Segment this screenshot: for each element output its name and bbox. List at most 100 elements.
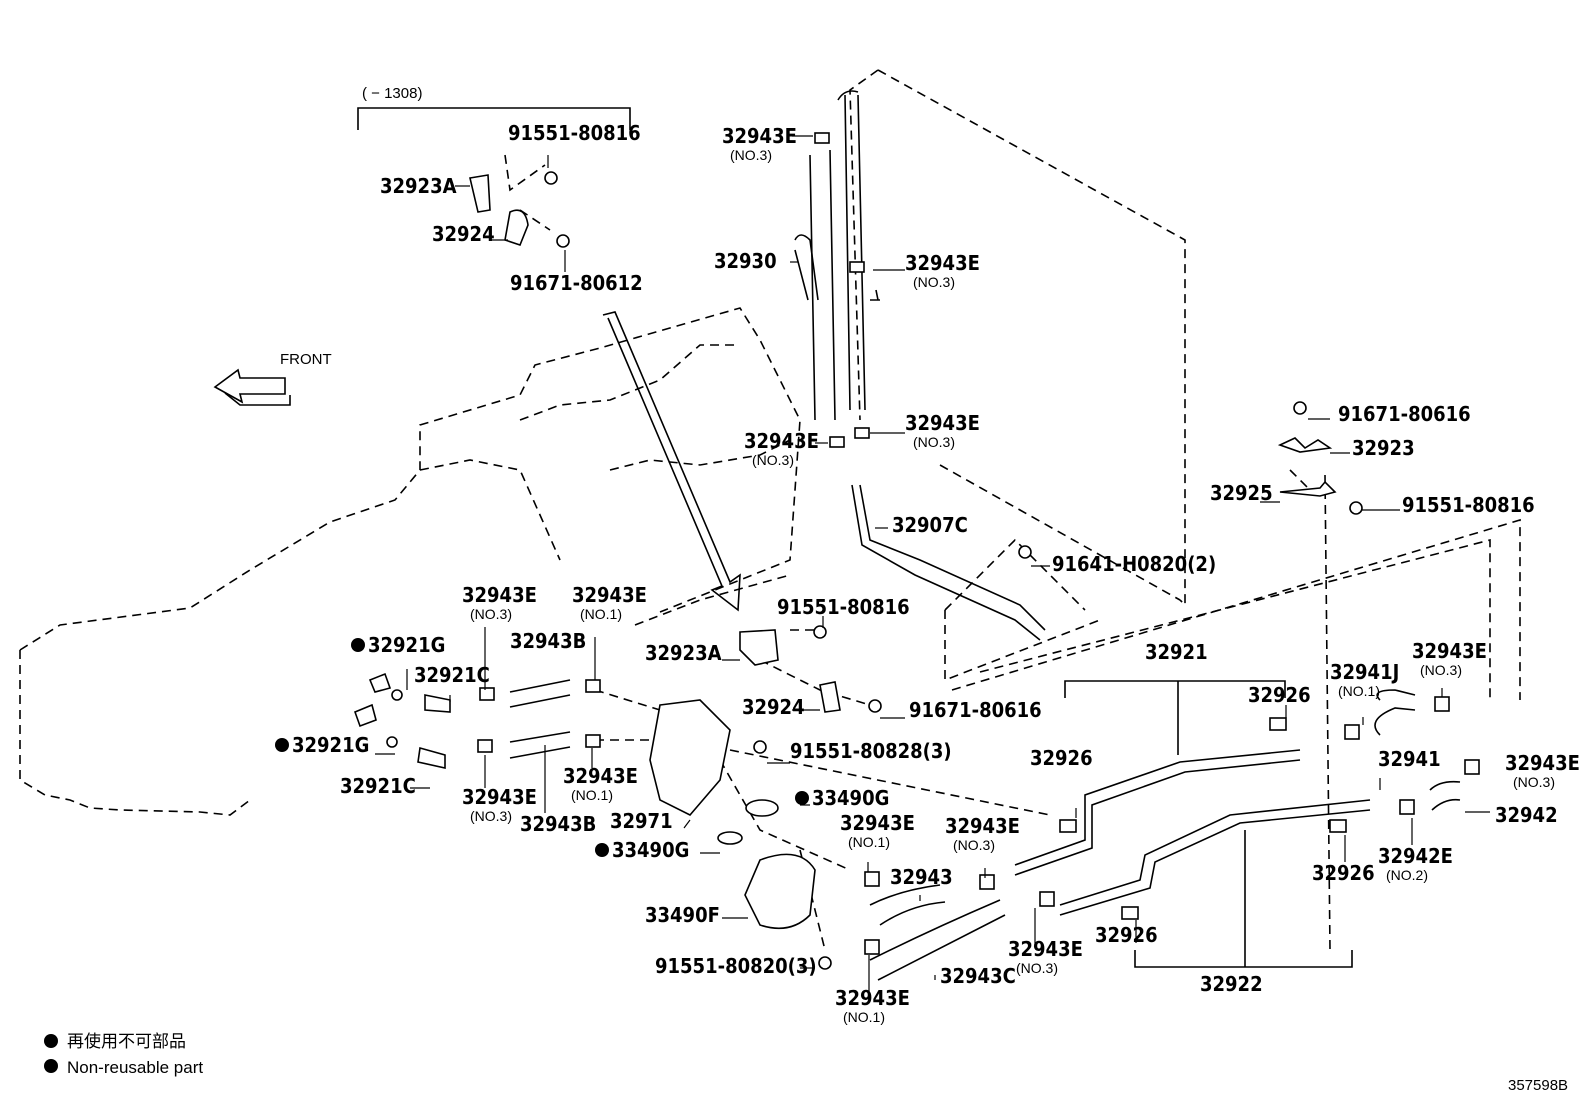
cooler-hoses bbox=[509, 90, 1461, 981]
part-variant: (NO.3) bbox=[1513, 774, 1555, 790]
part-number: 32926 bbox=[1312, 861, 1375, 885]
part-label-32926-a: 32926 bbox=[1248, 683, 1311, 707]
part-label-32926-c: 32926 bbox=[1312, 861, 1375, 885]
part-number: 32943E bbox=[1008, 937, 1083, 961]
part-variant: (NO.1) bbox=[848, 834, 890, 850]
part-label-32943E-e: 32943E(NO.3) bbox=[462, 583, 537, 622]
part-variant: (NO.3) bbox=[752, 452, 794, 468]
part-label-91551-80816-b: 91551-80816 bbox=[1402, 493, 1535, 517]
part-number: 32921C bbox=[414, 663, 490, 687]
part-variant: (NO.1) bbox=[580, 606, 622, 622]
part-label-32923A-b: 32923A bbox=[645, 641, 722, 665]
part-number: 32941J bbox=[1330, 660, 1399, 684]
part-label-32907C: 32907C bbox=[892, 513, 968, 537]
part-label-33490G-b: 33490G bbox=[595, 838, 689, 862]
transmission-outline bbox=[19, 307, 801, 816]
part-number: 32943E bbox=[722, 124, 797, 148]
part-label-32943B-a: 32943B bbox=[510, 629, 586, 653]
legend-english: Non-reusable part bbox=[67, 1058, 203, 1077]
part-number: 33490G bbox=[812, 786, 889, 810]
radiator-outline bbox=[849, 69, 1521, 951]
part-number: 91641-H0820(2) bbox=[1052, 552, 1216, 576]
part-number: 32926 bbox=[1095, 923, 1158, 947]
part-label-32943E-n: 32943E(NO.1) bbox=[835, 986, 910, 1025]
part-label-32943E-h: 32943E(NO.3) bbox=[462, 785, 537, 824]
part-label-91551-80816-c: 91551-80816 bbox=[777, 595, 910, 619]
part-number: 91551-80816 bbox=[1402, 493, 1535, 517]
part-number: 32943E bbox=[835, 986, 910, 1010]
part-variant: (NO.3) bbox=[1420, 662, 1462, 678]
part-label-32943B-b: 32943B bbox=[520, 812, 596, 836]
part-label-32921C-b: 32921C bbox=[340, 774, 416, 798]
part-number: 32921G bbox=[292, 733, 369, 757]
part-variant: (NO.3) bbox=[913, 274, 955, 290]
part-label-32943E-j: 32943E(NO.1) bbox=[840, 811, 915, 850]
part-variant: (NO.3) bbox=[730, 147, 772, 163]
part-label-32943: 32943 bbox=[890, 865, 953, 889]
part-number: 32923A bbox=[380, 174, 457, 198]
part-number: 32925 bbox=[1210, 481, 1273, 505]
part-number: 32971 bbox=[610, 809, 673, 833]
non-reusable-dot-icon bbox=[595, 843, 609, 857]
part-number: 32921 bbox=[1145, 640, 1208, 664]
front-arrow-icon: FRONT bbox=[213, 351, 332, 406]
part-label-91551-80820: 91551-80820(3) bbox=[655, 954, 817, 978]
part-label-32943E-l: 32943E(NO.3) bbox=[1505, 751, 1580, 790]
part-label-32923A-a: 32923A bbox=[380, 174, 457, 198]
part-number: 91551-80828(3) bbox=[790, 739, 952, 763]
part-number: 32922 bbox=[1200, 972, 1263, 996]
part-label-32943E-a: 32943E(NO.3) bbox=[722, 124, 797, 163]
part-label-32925: 32925 bbox=[1210, 481, 1273, 505]
part-variant: (NO.1) bbox=[571, 787, 613, 803]
part-number: 32943E bbox=[462, 583, 537, 607]
part-label-91551-80828: 91551-80828(3) bbox=[790, 739, 952, 763]
part-number: 32943E bbox=[563, 764, 638, 788]
part-number: 91551-80820(3) bbox=[655, 954, 817, 978]
part-number: 32943E bbox=[840, 811, 915, 835]
part-label-32922: 32922 bbox=[1200, 972, 1263, 996]
part-label-33490F: 33490F bbox=[645, 903, 720, 927]
non-reusable-dot-icon bbox=[44, 1034, 58, 1048]
part-label-33490G-a: 33490G bbox=[795, 786, 889, 810]
part-label-32943E-f: 32943E(NO.1) bbox=[572, 583, 647, 622]
part-number: 33490F bbox=[645, 903, 720, 927]
date-range-text: ( − 1308) bbox=[362, 85, 422, 102]
part-label-91551-80816-a: 91551-80816 bbox=[508, 121, 641, 145]
part-number: 32943B bbox=[510, 629, 586, 653]
part-number: 32943E bbox=[905, 411, 980, 435]
non-reusable-dot-icon bbox=[275, 738, 289, 752]
part-label-91671-80616-a: 91671-80616 bbox=[1338, 402, 1471, 426]
part-number: 32943E bbox=[462, 785, 537, 809]
part-number: 32943E bbox=[572, 583, 647, 607]
part-number: 32921G bbox=[368, 633, 445, 657]
part-label-32943E-c: 32943E(NO.3) bbox=[744, 429, 819, 468]
part-label-32926-b: 32926 bbox=[1030, 746, 1093, 770]
part-number: 32923 bbox=[1352, 436, 1415, 460]
part-label-32943E-i: 32943E(NO.1) bbox=[563, 764, 638, 803]
pointer-arrow-icon bbox=[602, 311, 741, 612]
group-brackets bbox=[1064, 680, 1353, 968]
part-label-32924-b: 32924 bbox=[742, 695, 805, 719]
part-label-32930: 32930 bbox=[714, 249, 777, 273]
part-variant: (NO.1) bbox=[1338, 683, 1380, 699]
part-number: 32943E bbox=[1505, 751, 1580, 775]
non-reusable-dot-icon bbox=[351, 638, 365, 652]
part-label-32924-a: 32924 bbox=[432, 222, 495, 246]
part-variant: (NO.3) bbox=[953, 837, 995, 853]
part-label-91671-80616-b: 91671-80616 bbox=[909, 698, 1042, 722]
part-number: 32943E bbox=[905, 251, 980, 275]
part-number: 32943 bbox=[890, 865, 953, 889]
part-variant: (NO.3) bbox=[1016, 960, 1058, 976]
part-number: 32943E bbox=[945, 814, 1020, 838]
non-reusable-dot-icon bbox=[795, 791, 809, 805]
part-label-91641-H0820: 91641-H0820(2) bbox=[1052, 552, 1216, 576]
part-label-32942: 32942 bbox=[1495, 803, 1558, 827]
part-number: 32943B bbox=[520, 812, 596, 836]
part-number: 32941 bbox=[1378, 747, 1441, 771]
part-number: 32943E bbox=[744, 429, 819, 453]
part-variant: (NO.3) bbox=[470, 606, 512, 622]
part-number: 32924 bbox=[432, 222, 495, 246]
part-number: 32942E bbox=[1378, 844, 1453, 868]
part-variant: (NO.3) bbox=[913, 434, 955, 450]
